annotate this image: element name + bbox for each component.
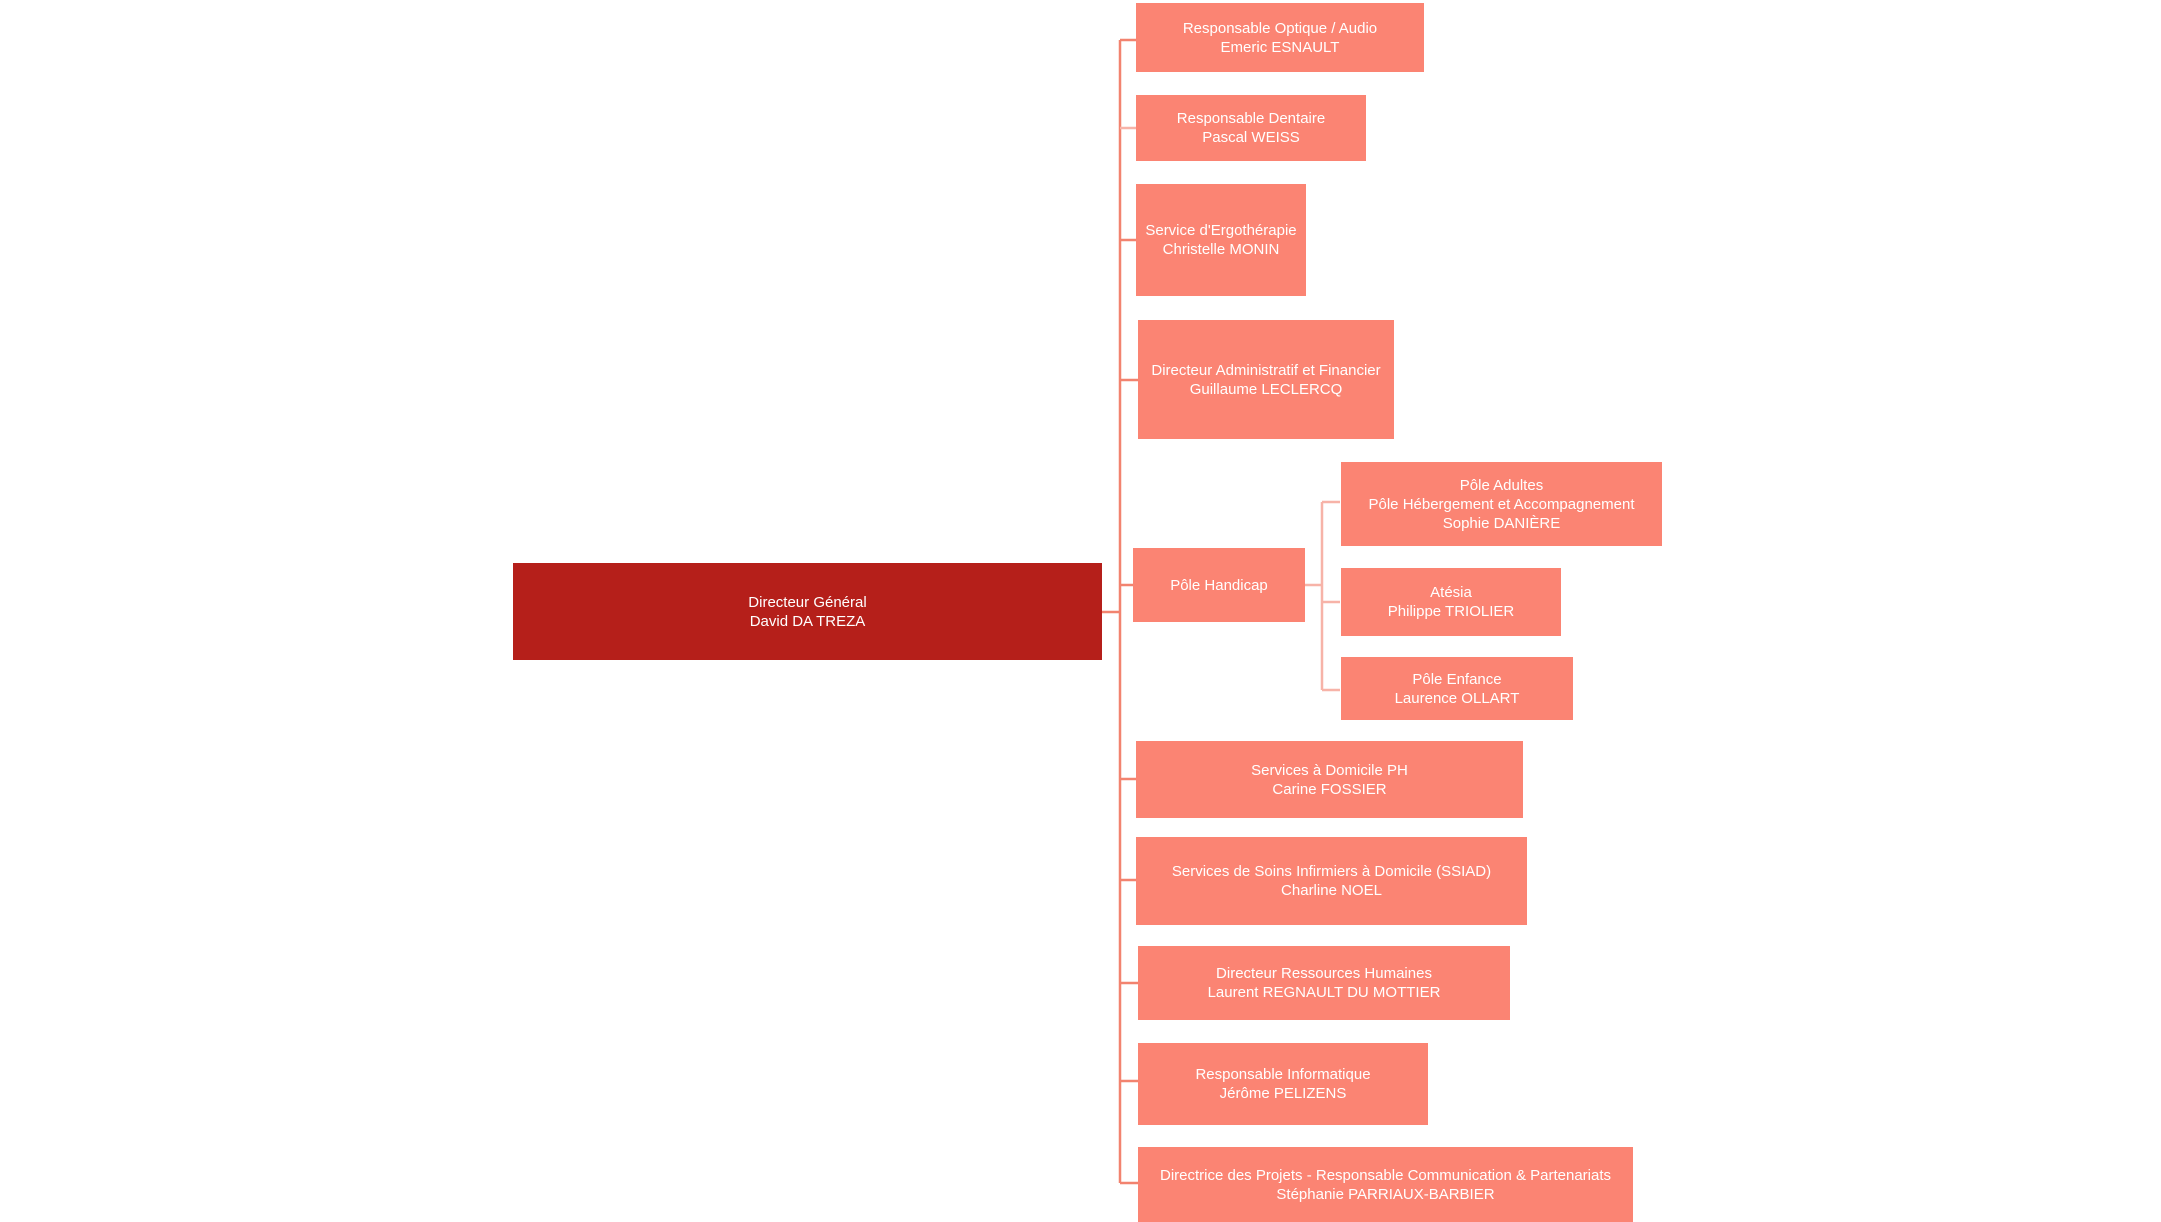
node-pole-enfance[interactable]: Pôle Enfance Laurence OLLART bbox=[1341, 657, 1573, 720]
node-subtitle: Pôle Hébergement et Accompagnement bbox=[1368, 495, 1635, 513]
node-title: Responsable Dentaire bbox=[1176, 110, 1326, 127]
node-person-name: Sophie DANIÈRE bbox=[1442, 514, 1561, 532]
node-title: Directrice des Projets - Responsable Com… bbox=[1159, 1166, 1612, 1184]
node-directeur-general[interactable]: Directeur Général David DA TREZA bbox=[513, 563, 1102, 660]
node-person-name: David DA TREZA bbox=[749, 612, 866, 630]
node-title: Directeur Général bbox=[748, 593, 867, 611]
node-title: Pôle Adultes bbox=[1459, 476, 1544, 494]
node-atesia[interactable]: Atésia Philippe TRIOLIER bbox=[1341, 568, 1561, 636]
node-person-name: Emeric ESNAULT bbox=[1220, 38, 1340, 56]
node-directeur-ressources-humaines[interactable]: Directeur Ressources Humaines Laurent RE… bbox=[1138, 946, 1510, 1020]
node-services-domicile-ph[interactable]: Services à Domicile PH Carine FOSSIER bbox=[1136, 741, 1523, 818]
node-title: Pôle Handicap bbox=[1170, 576, 1268, 594]
node-service-ergotherapie[interactable]: Service d'Ergothérapie Christelle MONIN bbox=[1136, 184, 1306, 296]
node-person-name: Christelle MONIN bbox=[1162, 241, 1280, 258]
node-person-name: Carine FOSSIER bbox=[1272, 780, 1387, 798]
node-title: Atésia bbox=[1430, 584, 1472, 601]
node-pole-handicap[interactable]: Pôle Handicap bbox=[1133, 548, 1305, 622]
node-responsable-informatique[interactable]: Responsable Informatique Jérôme PELIZENS bbox=[1138, 1043, 1428, 1125]
node-directrice-des-projets[interactable]: Directrice des Projets - Responsable Com… bbox=[1138, 1147, 1633, 1222]
node-person-name: Pascal WEISS bbox=[1202, 129, 1300, 146]
node-responsable-dentaire[interactable]: Responsable Dentaire Pascal WEISS bbox=[1136, 95, 1366, 161]
node-title: Pôle Enfance bbox=[1412, 670, 1502, 688]
node-title: Service d'Ergothérapie bbox=[1145, 222, 1297, 239]
node-title: Directeur Administratif et Financier bbox=[1151, 361, 1381, 379]
node-person-name: Philippe TRIOLIER bbox=[1387, 603, 1515, 620]
node-person-name: Stéphanie PARRIAUX-BARBIER bbox=[1276, 1185, 1495, 1203]
node-responsable-optique-audio[interactable]: Responsable Optique / Audio Emeric ESNAU… bbox=[1136, 3, 1424, 72]
node-title: Responsable Informatique bbox=[1195, 1066, 1371, 1083]
node-ssiad[interactable]: Services de Soins Infirmiers à Domicile … bbox=[1136, 837, 1527, 925]
node-title: Services de Soins Infirmiers à Domicile … bbox=[1171, 863, 1492, 880]
node-directeur-administratif-financier[interactable]: Directeur Administratif et Financier Gui… bbox=[1138, 320, 1394, 439]
node-title: Directeur Ressources Humaines bbox=[1216, 965, 1432, 982]
node-title: Services à Domicile PH bbox=[1251, 761, 1408, 779]
node-pole-adultes[interactable]: Pôle Adultes Pôle Hébergement et Accompa… bbox=[1341, 462, 1662, 546]
node-person-name: Charline NOEL bbox=[1281, 882, 1382, 899]
node-person-name: Guillaume LECLERCQ bbox=[1189, 380, 1343, 398]
node-title: Responsable Optique / Audio bbox=[1182, 19, 1378, 37]
node-person-name: Laurent REGNAULT DU MOTTIER bbox=[1207, 984, 1441, 1001]
node-person-name: Laurence OLLART bbox=[1394, 689, 1520, 707]
node-person-name: Jérôme PELIZENS bbox=[1219, 1085, 1347, 1102]
